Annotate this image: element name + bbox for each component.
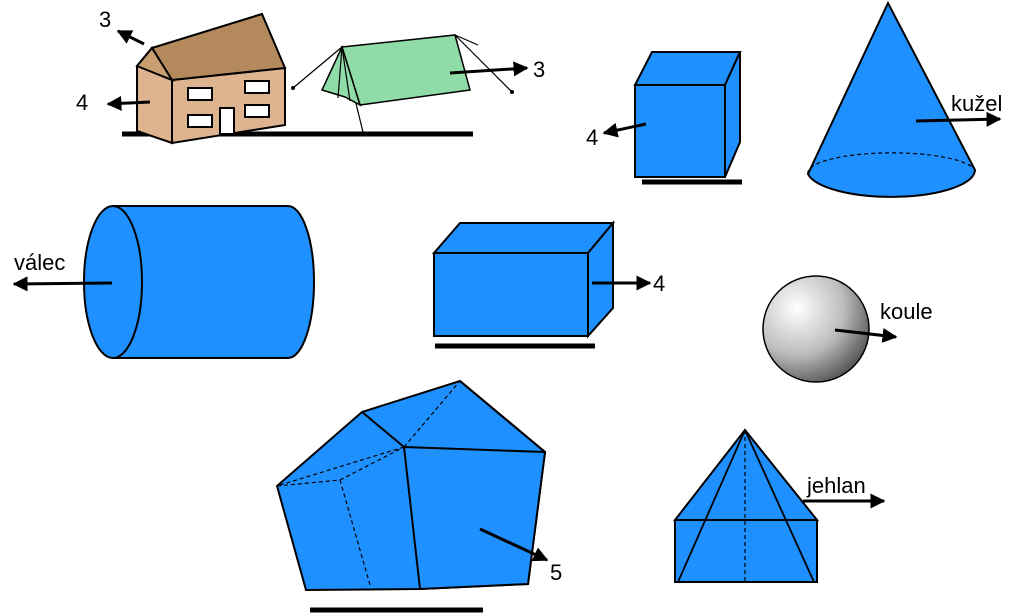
cone-figure: kužel bbox=[806, 0, 1002, 198]
box-front bbox=[433, 252, 589, 337]
house-window bbox=[187, 114, 213, 128]
house-roof-arrow bbox=[116, 29, 145, 46]
cube-arrow bbox=[602, 122, 647, 138]
tent-flap-line bbox=[341, 46, 351, 102]
prism-front-face bbox=[402, 445, 547, 591]
prism-figure: 5 bbox=[275, 379, 562, 613]
pyramid-figure: jehlan bbox=[672, 428, 886, 583]
prism-hidden-edge bbox=[339, 479, 371, 586]
cube-label: 4 bbox=[586, 125, 598, 150]
house-wall-label: 4 bbox=[76, 90, 88, 115]
house-window bbox=[244, 80, 270, 94]
tent-guy-rope bbox=[292, 46, 343, 89]
cone-arrow bbox=[915, 111, 1002, 127]
prism-hidden-edge bbox=[276, 479, 341, 487]
cylinder-arrow bbox=[12, 276, 113, 292]
house-window bbox=[244, 104, 270, 118]
cone-surface bbox=[806, 0, 977, 198]
pyramid-roof bbox=[672, 428, 820, 521]
cylinder-body bbox=[112, 205, 315, 359]
tent-flap-line bbox=[337, 46, 343, 99]
box-figure: 4 bbox=[431, 220, 665, 349]
cube-top bbox=[633, 51, 742, 86]
box-top bbox=[431, 222, 616, 254]
cube-front bbox=[634, 84, 726, 178]
tent-side bbox=[341, 34, 471, 106]
sphere-label: koule bbox=[880, 299, 933, 324]
tent-guy-rope bbox=[454, 34, 513, 93]
box-side bbox=[587, 220, 614, 339]
prism-hidden-edge bbox=[276, 446, 405, 487]
house-figure: 3 4 bbox=[76, 7, 473, 145]
prism-label: 5 bbox=[550, 560, 562, 585]
house-window bbox=[187, 87, 213, 101]
tent-figure: 3 bbox=[291, 34, 545, 133]
cube-figure: 4 bbox=[586, 51, 742, 185]
house-roof-label: 3 bbox=[99, 7, 111, 32]
cube-side bbox=[724, 51, 741, 178]
tent-front bbox=[320, 44, 362, 107]
sphere-figure: koule bbox=[762, 275, 933, 383]
pyramid-base-block bbox=[674, 519, 818, 583]
house-roof bbox=[150, 12, 287, 82]
tent-arrow bbox=[449, 61, 529, 77]
sphere-arrow bbox=[834, 328, 898, 343]
tent-guy-rope bbox=[454, 34, 479, 46]
tent-peg bbox=[291, 86, 295, 90]
prism-hidden-edge bbox=[403, 380, 461, 448]
prism-edge bbox=[361, 411, 405, 448]
pyramid-edge bbox=[744, 429, 815, 583]
cylinder-figure: válec bbox=[12, 205, 315, 359]
house-wall-arrow bbox=[106, 95, 151, 111]
prism-arrow bbox=[479, 527, 549, 562]
prism-hidden-edge bbox=[339, 446, 405, 481]
sphere-body bbox=[762, 275, 870, 383]
tent-label: 3 bbox=[533, 57, 545, 82]
cylinder-label: válec bbox=[14, 250, 65, 275]
pyramid-edge bbox=[677, 429, 746, 583]
prism-edge bbox=[459, 380, 546, 453]
house-roof-side bbox=[135, 46, 175, 83]
box-label: 4 bbox=[653, 271, 665, 296]
pyramid-label: jehlan bbox=[806, 473, 866, 498]
house-door bbox=[219, 107, 235, 135]
tent-peg bbox=[510, 90, 514, 94]
cone-label: kužel bbox=[951, 91, 1002, 116]
